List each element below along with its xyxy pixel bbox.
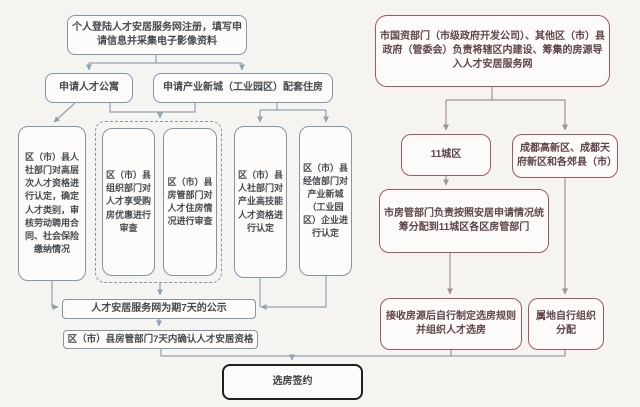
left-flow-wires xyxy=(51,53,565,361)
node-review-econ: 区（市）县经信部门对产业新城（工业园区）企业进行认定 xyxy=(299,126,352,276)
node-confirm: 区（市）县房管部门7天内确认人才安居资格 xyxy=(63,330,258,349)
right-flow-wires xyxy=(443,87,568,356)
node-apply-industrial: 申请产业新城（工业园区）配套住房 xyxy=(153,73,333,103)
node-source-import: 市国资部门（市级政府开发公司）、其他区（市）县政府（管委会）负责将辖区内建设、筹… xyxy=(375,15,610,87)
node-local-allocate: 属地自行组织分配 xyxy=(528,298,604,350)
node-publicity: 人才安居服务网为期7天的公示 xyxy=(62,299,256,319)
node-allocate: 市房管部门负责按照安居申请情况统筹分配到11城区各区房管部门 xyxy=(379,189,549,253)
node-review-hr-highlevel: 区（市）县人社部门对高层次人才资格进行认定，确定人才类别，审核劳动聘用合同、社会… xyxy=(18,126,86,281)
node-receive-rules: 接收房源后自行制定选房规则并组织人才选房 xyxy=(380,298,522,350)
node-review-org: 区（市）县组织部门对人才享受购房优惠进行审查 xyxy=(102,128,155,276)
node-sign: 选房签约 xyxy=(222,364,363,400)
node-other-districts: 成都高新区、成都天府新区和各郊县（市） xyxy=(512,134,618,178)
node-register: 个人登陆人才安居服务网注册，填写申请信息并采集电子影像资料 xyxy=(67,15,247,55)
wire-to-joint-group xyxy=(109,103,196,113)
wire-bottom-bus xyxy=(160,349,565,357)
arrow-to-review-hr-highlevel xyxy=(53,102,76,123)
joint-review-group xyxy=(95,121,222,283)
node-review-hr-skill: 区（市）县人社部门对产业高技能人才资格进行认定 xyxy=(234,126,287,278)
node-apply-apartment: 申请人才公寓 xyxy=(45,73,133,103)
wire-source-split xyxy=(446,87,565,101)
wire-right-to-bus xyxy=(450,350,566,356)
arrow-review1-to-publicity xyxy=(51,281,59,310)
node-districts-11: 11城区 xyxy=(401,134,491,176)
node-review-housing: 区（市）县房管部门对人才住房情况进行审查 xyxy=(163,128,217,276)
wire-industrial-split xyxy=(260,103,326,111)
wire-reviews-to-publicity xyxy=(259,276,327,308)
